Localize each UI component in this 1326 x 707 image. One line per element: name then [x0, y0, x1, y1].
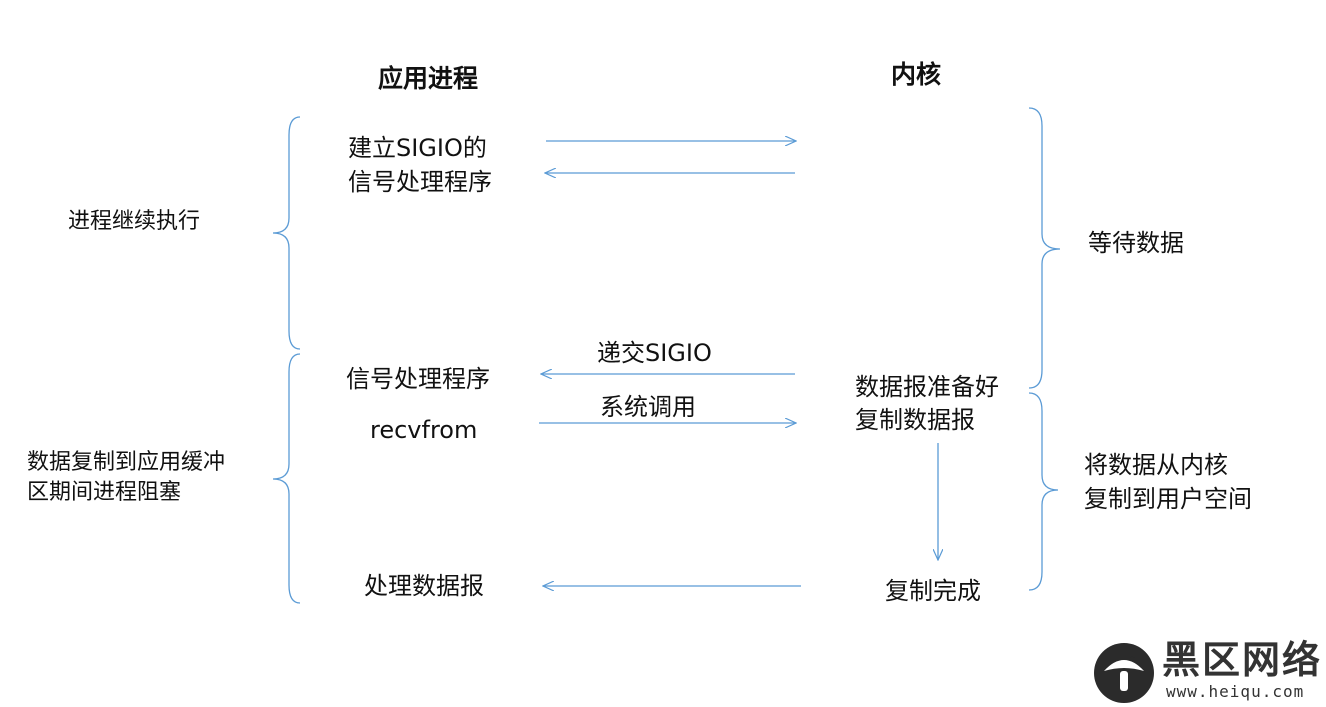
- app-setup-line2: 信号处理程序: [348, 168, 492, 196]
- arrow-label-deliver-sigio: 递交SIGIO: [597, 339, 712, 367]
- label-continue-exec: 进程继续执行: [68, 209, 201, 234]
- kernel-ready-line2: 复制数据报: [855, 406, 975, 434]
- app-setup-line1: 建立SIGIO的: [348, 134, 487, 162]
- watermark-url: www.heiqu.com: [1166, 682, 1305, 701]
- label-blocked-line1: 数据复制到应用缓冲: [27, 450, 226, 475]
- app-process-datagram: 处理数据报: [364, 572, 484, 600]
- label-copy-line2: 复制到用户空间: [1084, 485, 1252, 513]
- brace-wait-data: [1028, 107, 1061, 389]
- app-recvfrom: recvfrom: [370, 416, 478, 444]
- watermark-brand: 黑区网络: [1162, 638, 1323, 682]
- brace-continue-exec: [272, 116, 301, 350]
- header-app-process: 应用进程: [378, 64, 479, 93]
- header-kernel: 内核: [891, 60, 942, 89]
- brace-blocked: [272, 353, 301, 604]
- label-wait-data: 等待数据: [1088, 229, 1184, 257]
- label-blocked-line2: 区期间进程阻塞: [27, 480, 182, 505]
- app-signal-handler: 信号处理程序: [346, 365, 490, 393]
- mushroom-logo-icon: [1094, 643, 1154, 703]
- kernel-ready-line1: 数据报准备好: [855, 373, 999, 401]
- arrow-label-syscall: 系统调用: [600, 393, 696, 421]
- brace-copy-to-user: [1028, 392, 1059, 591]
- label-copy-line1: 将数据从内核: [1084, 451, 1228, 479]
- kernel-copy-done: 复制完成: [885, 577, 981, 605]
